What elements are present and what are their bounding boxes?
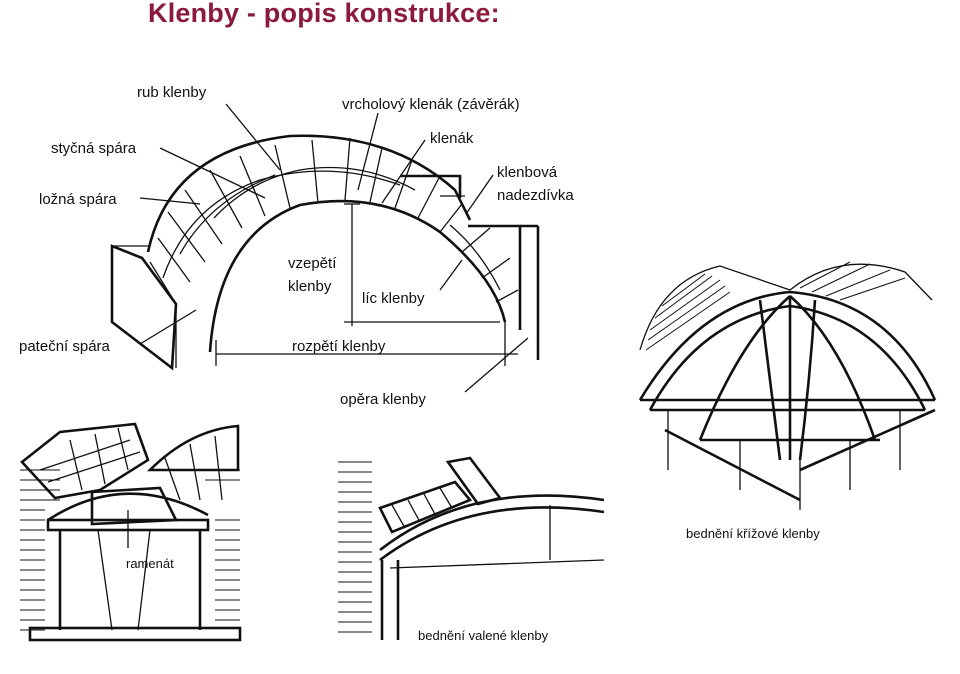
- label-bedneni-valene-klenby: bednění valené klenby: [418, 628, 549, 643]
- label-klenak: klenák: [430, 130, 474, 147]
- label-rozpeti-klenby: rozpětí klenby: [292, 338, 386, 355]
- label-rub-klenby: rub klenby: [137, 84, 207, 101]
- cross-formwork-diagram: bednění křížové klenby: [638, 261, 937, 541]
- barrel-formwork-diagram: bednění valené klenby: [338, 456, 605, 643]
- label-vzepeti: vzepětí: [288, 255, 337, 272]
- page-title: Klenby - popis konstrukce:: [148, 0, 500, 28]
- lintel-diagram: ramenát: [20, 422, 242, 642]
- label-bedneni-krizove-klenby: bednění křížové klenby: [686, 526, 820, 541]
- label-lozna-spara: ložná spára: [39, 191, 117, 208]
- label-klenbova: klenbová: [497, 164, 558, 181]
- main-arch-diagram: rub klenby vrcholový klenák (závěrák) st…: [19, 84, 574, 408]
- label-nadezdivka: nadezdívka: [497, 187, 574, 204]
- label-lic-klenby: líc klenby: [362, 290, 425, 307]
- label-opera-klenby: opěra klenby: [340, 391, 426, 408]
- label-ramenat: ramenát: [126, 556, 174, 571]
- label-vzepeti-klenby: klenby: [288, 278, 332, 295]
- label-vrcholovy-klenak: vrcholový klenák (závěrák): [342, 96, 520, 113]
- label-stycna-spara: styčná spára: [51, 140, 137, 157]
- label-patecni-spara: pateční spára: [19, 338, 111, 355]
